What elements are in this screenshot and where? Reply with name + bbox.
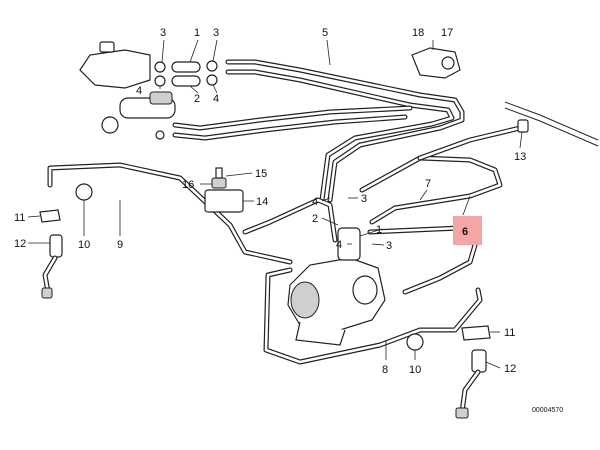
highlight-box-6 (453, 216, 482, 245)
callout-5: 5 (322, 27, 328, 39)
pressure-regulator-unit (287, 227, 386, 346)
callout-13: 13 (514, 151, 526, 163)
callout-16: 16 (182, 179, 194, 191)
master-cylinder (79, 41, 176, 140)
reservoir-hoses (154, 60, 218, 87)
fitting-13 (517, 119, 529, 133)
leader-lines (27, 39, 523, 369)
callout-1-mid: 1 (376, 224, 382, 236)
callout-12-left: 12 (14, 238, 26, 250)
callout-1-top: 1 (194, 27, 200, 39)
right-wheel-parts (406, 325, 491, 419)
left-wheel-parts (39, 183, 93, 299)
callout-labels: 1 3 3 4 2 4 5 18 17 13 15 16 14 7 6 4 3 … (14, 27, 563, 414)
callout-4-lower: 4 (336, 239, 342, 251)
callout-6: 6 (462, 226, 468, 238)
callout-17: 17 (441, 27, 453, 39)
callout-3-top-right: 3 (213, 27, 219, 39)
callout-9: 9 (117, 239, 123, 251)
bracket-18-17 (411, 47, 461, 79)
callout-3-mid: 3 (361, 193, 367, 205)
callout-10-left: 10 (78, 239, 90, 251)
callout-11-right: 11 (504, 327, 515, 339)
callout-2-mid: 2 (312, 213, 318, 225)
callout-7: 7 (425, 178, 431, 190)
callout-11-left: 11 (14, 212, 25, 224)
callout-4-right: 4 (213, 93, 219, 105)
callout-3-lower: 3 (386, 240, 392, 252)
callout-15: 15 (255, 168, 267, 180)
callout-3-top-left: 3 (160, 27, 166, 39)
brake-pipes (47, 59, 599, 365)
callout-4-left: 4 (136, 85, 142, 97)
callout-4-mid: 4 (312, 196, 318, 208)
drawing-code: 00004570 (532, 407, 563, 414)
callout-8: 8 (382, 364, 388, 376)
callout-18: 18 (412, 27, 424, 39)
callout-10-right: 10 (409, 364, 421, 376)
callout-14: 14 (256, 196, 268, 208)
callout-12-right: 12 (504, 363, 516, 375)
callout-2-top: 2 (194, 93, 200, 105)
